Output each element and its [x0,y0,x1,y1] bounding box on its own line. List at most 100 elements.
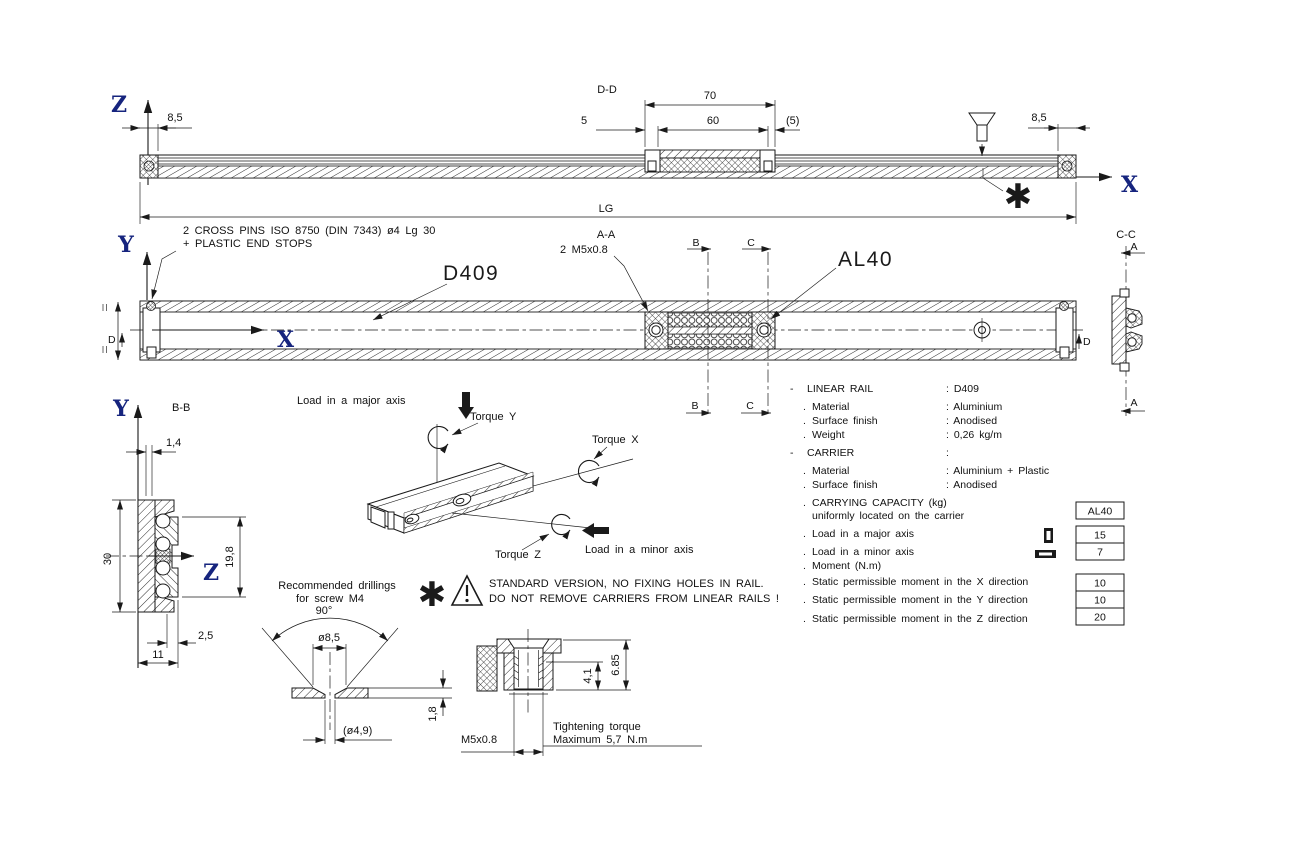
dim-1-4: 1,4 [166,437,181,449]
dim-8-5-left: 8,5 [167,112,182,124]
spec-bullet: . [803,528,806,540]
dim-19-8: 19,8 [224,546,236,567]
torque-x-label: Torque X [592,434,639,446]
marker-c-top: C [747,237,755,249]
end-pin-left [143,160,155,172]
countersunk-screw-icon [968,112,996,156]
spec-label: Static permissible moment in the Y direc… [812,594,1028,606]
drilling-detail: Recommended drillings for screw M4 90° ø… [261,580,452,744]
note-line1: 2 CROSS PINS ISO 8750 (DIN 7343) ø4 Lg 3… [183,225,435,237]
top-view: Z X ✱ D-D 8,5 [111,84,1139,224]
torque-note-line1: Tightening torque [553,721,641,733]
major-axis-profile-icon [1044,528,1053,543]
z-axis-label: Z [111,92,127,118]
spec-bullet: . [803,479,806,491]
marker-a-top: A [1130,241,1137,253]
drilling-title-2: for screw M4 [296,593,364,605]
cross-pin-left [146,301,156,311]
insert-section-body [476,638,562,695]
table-moment-x: 10 [1094,578,1106,590]
section-label-aa: A-A [597,229,616,241]
spec-label: LINEAR RAIL [807,383,873,395]
spec-label: Surface finish [812,479,878,491]
asterisk-callout-top: ✱ [982,168,1033,217]
spec-label: Static permissible moment in the X direc… [812,576,1028,588]
dim-90deg: 90° [316,605,333,617]
spec-label: uniformly located on the carrier [812,510,965,522]
spec-bullet: . [803,546,806,558]
note-line2: + PLASTIC END STOPS [183,238,312,250]
torque-z-curl-icon [551,513,571,540]
spec-value: : D409 [946,383,979,395]
top-view-rail: X [139,154,1139,198]
dim-4-1: 4,1 [582,668,594,683]
tightening-torque-note: Tightening torque Maximum 5,7 N.m [543,721,702,747]
bb-dimensions: 1,4 30 19,8 2,5 11 [102,437,246,668]
minor-axis-profile-icon [1035,550,1056,558]
spec-label: Material [812,401,849,413]
asterisk-warning: ✱ [418,575,447,615]
cc-section-view: C-C A A [1111,229,1145,416]
spec-bullet: . [803,594,806,606]
spec-value: : Anodised [946,479,997,491]
spec-value: : 0,26 kg/m [946,429,1002,441]
insert-dimensions: 4,1 6.85 M5x0.8 [461,639,631,756]
spec-label: Material [812,465,849,477]
dim-70: 70 [704,90,716,102]
spec-bullet: - [790,447,794,459]
warning-line2: DO NOT REMOVE CARRIERS FROM LINEAR RAILS… [489,593,779,605]
y-axis-label-section: Y [112,396,129,422]
plastic-end-stop-right [1055,307,1074,353]
spec-bullet: . [803,576,806,588]
spec-bullet: . [803,497,806,509]
spec-label: Weight [812,429,845,441]
load-minor-arrow-icon [582,523,609,538]
z-axis-label-section: Z [203,560,219,586]
torque-note-line2: Maximum 5,7 N.m [553,734,647,746]
insert-detail: 4,1 6.85 M5x0.8 Tightening torque Maximu… [461,629,702,756]
x-axis-label-top: X [1121,172,1139,198]
dim-d-left: D [108,334,116,346]
cross-pins-note: 2 CROSS PINS ISO 8750 (DIN 7343) ø4 Lg 3… [151,225,435,300]
spec-bullet: . [803,613,806,625]
dim-dia-4-9: (ø4,9) [343,725,372,737]
table-moment-y: 10 [1094,595,1106,607]
dim-dia-8-5: ø8,5 [318,632,340,644]
z-axis-section: Z [106,551,219,586]
section-label-bb: B-B [172,402,190,414]
screws-callout: 2 M5x0.8 [560,244,608,256]
front-view: Y 2 CROSS PINS ISO 8750 (DIN 7343) ø4 Lg… [102,225,1091,416]
spec-label: CARRIER [807,447,855,459]
load-major-label: Load in a major axis [297,395,406,407]
torque-y-curl-icon [427,425,449,454]
dim-lg: LG [599,203,614,215]
cross-pin-right [1059,301,1069,311]
torque-z-label: Torque Z [495,549,541,561]
d-dimension-left: D [102,302,125,360]
warning-triangle-icon [450,574,484,606]
drilling-title-1: Recommended drillings [278,580,396,592]
dim-60: 60 [707,115,719,127]
table-load-major: 15 [1094,530,1106,542]
asterisk-marker: ✱ [1004,177,1033,217]
capacity-table: AL40 15 7 10 10 20 [1075,501,1125,626]
spec-value: : Aluminium [946,401,1003,413]
spec-value: : Aluminium + Plastic [946,465,1049,477]
front-view-carrier [644,311,776,350]
spec-bullet: . [803,401,806,413]
cc-section-body [1111,288,1143,372]
rail-callout: D409 [443,262,499,285]
spec-list: - LINEAR RAIL : D409 . Material : Alumin… [790,383,1056,625]
dim-5-ref: (5) [786,115,799,127]
carrier-callout: AL40 [838,248,893,271]
spec-value: : [946,447,949,459]
dim-8-5-right: 8,5 [1031,112,1046,124]
spec-bullet: . [803,560,806,572]
d-dimension-right: D [1076,334,1091,349]
end-pin-right [1061,160,1073,172]
front-view-rail: X [130,300,1086,361]
spec-bullet: . [803,465,806,477]
torque-x-curl-icon [578,459,600,487]
